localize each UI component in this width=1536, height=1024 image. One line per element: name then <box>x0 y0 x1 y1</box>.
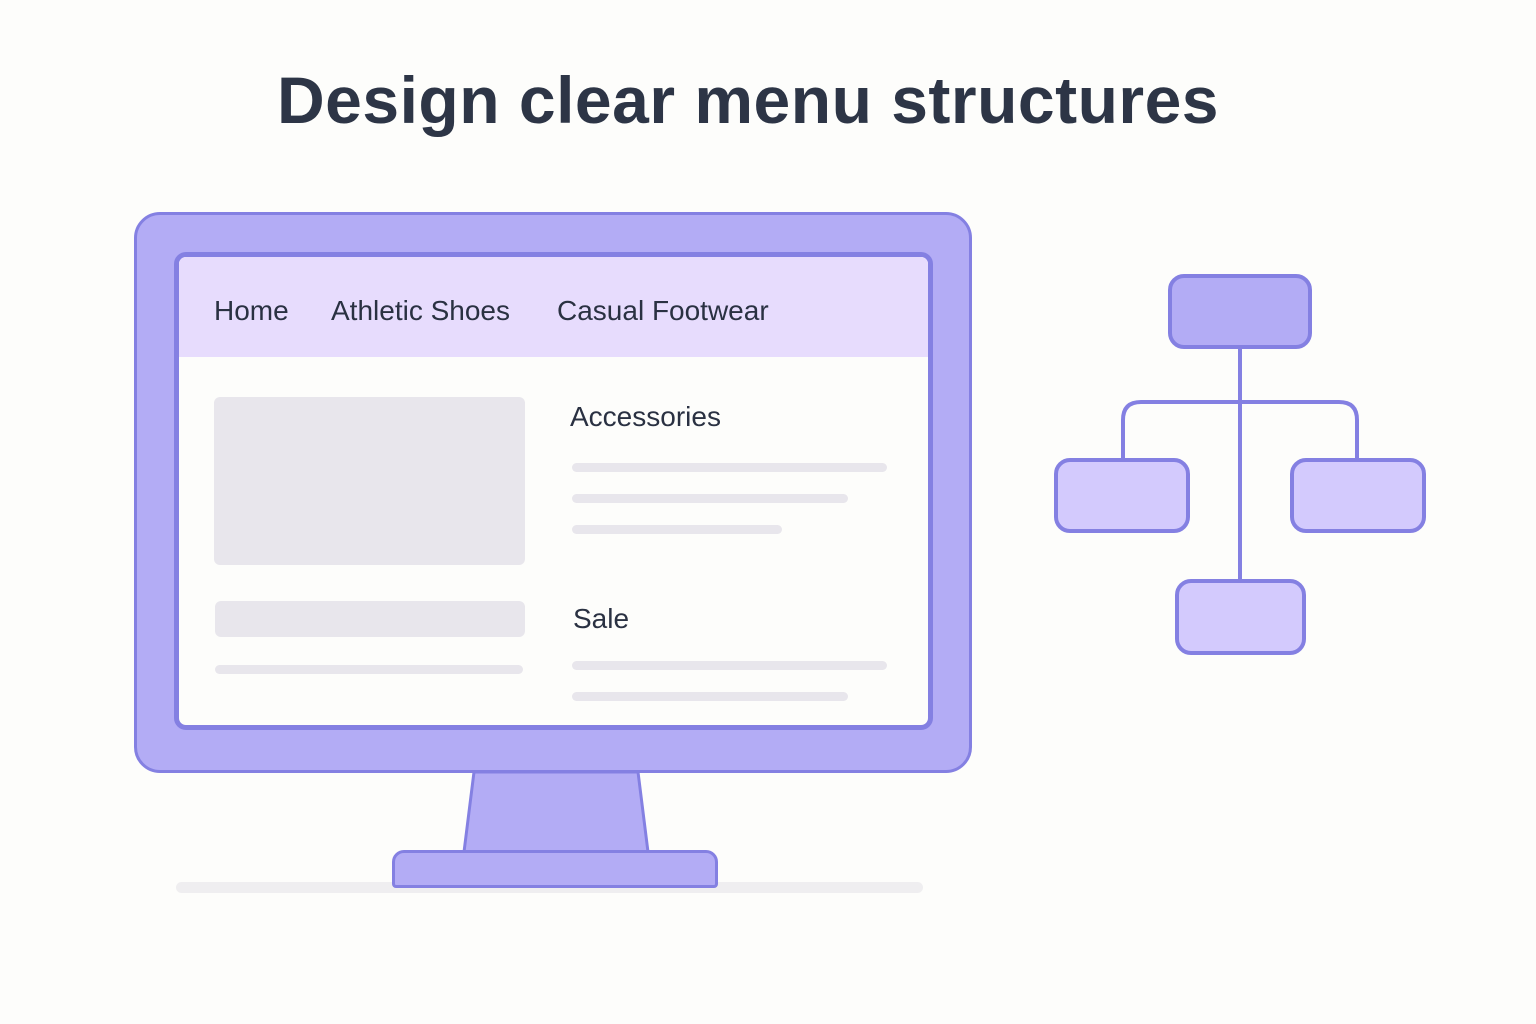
hierarchy-node-left <box>1054 458 1190 533</box>
text-line-placeholder <box>572 494 848 503</box>
hierarchy-node-right <box>1290 458 1426 533</box>
text-line-placeholder <box>572 463 887 472</box>
text-line-placeholder <box>572 692 848 701</box>
monitor-screen: Home Athletic Shoes Casual Footwear Acce… <box>174 252 933 730</box>
menu-hierarchy-diagram <box>1045 265 1440 665</box>
text-line-placeholder <box>572 525 782 534</box>
nav-item-athletic-shoes[interactable]: Athletic Shoes <box>331 295 510 326</box>
section-title-accessories[interactable]: Accessories <box>570 401 721 432</box>
nav-menu-bar: Home Athletic Shoes Casual Footwear <box>179 257 928 357</box>
page-title: Design clear menu structures <box>277 63 1219 137</box>
banner-placeholder <box>215 601 525 637</box>
image-placeholder <box>214 397 525 565</box>
monitor-stand-base <box>392 850 718 888</box>
nav-item-home[interactable]: Home <box>214 295 289 326</box>
monitor-stand-neck <box>462 772 650 854</box>
hierarchy-node-root <box>1168 274 1312 349</box>
text-line-placeholder <box>215 665 523 674</box>
hierarchy-connectors <box>1121 345 1359 583</box>
text-line-placeholder <box>572 661 887 670</box>
section-title-sale[interactable]: Sale <box>573 603 630 634</box>
nav-item-casual-footwear[interactable]: Casual Footwear <box>557 295 769 326</box>
hierarchy-node-bottom <box>1175 579 1306 655</box>
